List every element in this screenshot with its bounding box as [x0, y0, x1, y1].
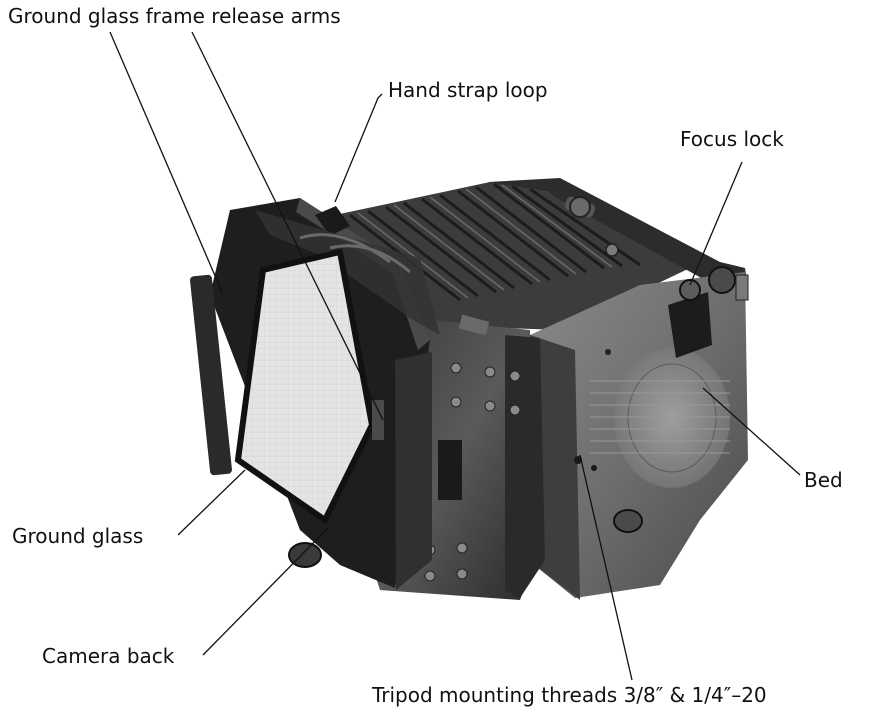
hand-strap-loop	[255, 206, 490, 336]
release-arms	[190, 274, 384, 476]
label-bed: Bed	[804, 468, 843, 492]
label-hand-strap-loop: Hand strap loop	[388, 78, 548, 102]
label-ground-glass-frame-release-arms: Ground glass frame release arms	[8, 4, 341, 28]
leader-lines	[109, 31, 801, 681]
label-tripod-mounting-threads: Tripod mounting threads 3/8″ & 1/4″–20	[372, 683, 767, 707]
ground-glass	[234, 248, 376, 525]
label-focus-lock: Focus lock	[680, 127, 784, 151]
focus-lock-knob	[668, 266, 749, 358]
knob	[288, 509, 643, 568]
label-camera-back: Camera back	[42, 644, 175, 668]
label-ground-glass: Ground glass	[12, 524, 144, 548]
